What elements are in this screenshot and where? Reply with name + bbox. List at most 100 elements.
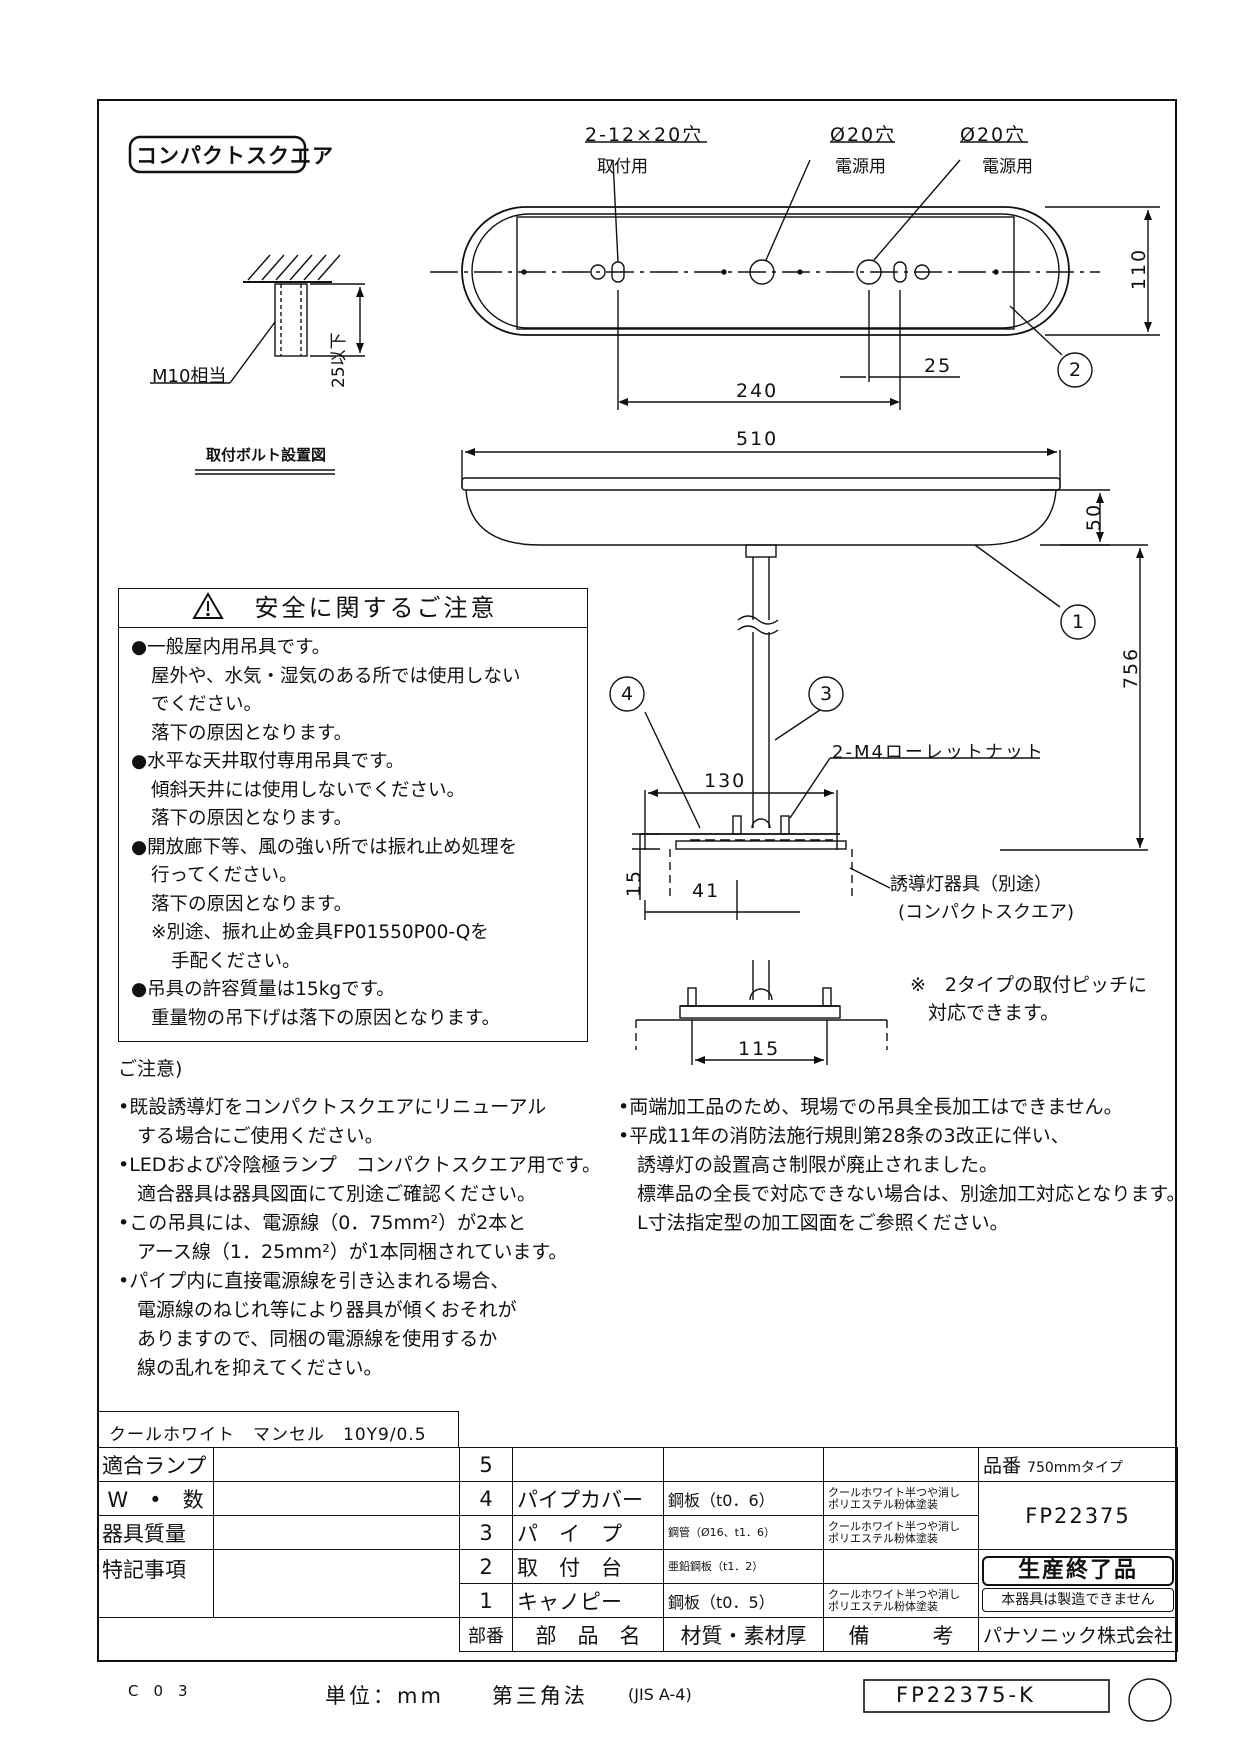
power-hole-1-sub: 電源用 — [835, 157, 886, 177]
dim-15: 15 — [623, 868, 646, 898]
pitch-note-1: ※ 2タイプの取付ピッチに — [910, 974, 1148, 996]
safety-line: 水平な天井取付専用吊具です。 — [131, 748, 587, 777]
label-mass: 器具質量 — [97, 1515, 214, 1550]
bolt-caption: 取付ボルト設置図 — [206, 446, 327, 464]
safety-line: 開放廊下等、風の強い所では振れ止め処理を — [131, 834, 587, 863]
note-line: •既設誘導灯をコンパクトスクエアにリニューアル — [118, 1096, 547, 1118]
pipe — [644, 557, 1040, 829]
bolt-detail — [150, 254, 365, 475]
note-line: •両端加工品のため、現場での吊具全長加工はできません。 — [618, 1096, 1123, 1118]
part-marker-2: 2 — [1069, 359, 1082, 381]
label-lamp: 適合ランプ — [97, 1447, 214, 1482]
notes-left: •既設誘導灯をコンパクトスクエアにリニューアル する場合にご使用ください。•LE… — [118, 1093, 601, 1383]
note-line: 電源線のねじれ等により器具が傾くおそれが — [118, 1299, 517, 1321]
bolt-label: M10相当 — [152, 366, 227, 387]
color-spec: クールホワイト マンセル 10Y9/0.5 — [97, 1411, 459, 1447]
guide-light-label: 誘導灯器具（別途） — [890, 874, 1052, 895]
hdr-no: 部番 — [459, 1617, 513, 1652]
marker-circle-4 — [609, 676, 645, 712]
safety-header: 安全に関するご注意 — [119, 589, 587, 628]
marker-circle-3 — [808, 676, 844, 712]
part-marker-1: 1 — [1072, 611, 1085, 633]
notes-right: •両端加工品のため、現場での吊具全長加工はできません。 •平成11年の消防法施行規… — [618, 1093, 1186, 1238]
warning-triangle-icon — [192, 592, 224, 619]
part-marker-3: 3 — [820, 683, 833, 705]
parts-table: 適合ランプ 5 品番 750mmタイプ W • 数 4 パイプカバー 鋼板（t0… — [97, 1447, 1179, 1652]
title-badge: コンパクトスクエア — [136, 144, 334, 168]
note-line: 標準品の全長で対応できない場合は、別途加工対応となります。 — [618, 1183, 1186, 1205]
note-line: 適合器具は器具図面にて別途ご確認ください。 — [118, 1183, 537, 1205]
power-hole-2-label: Ø20穴 — [960, 124, 1027, 146]
note-line: •平成11年の消防法施行規則第28条の3改正に伴い、 — [618, 1125, 1070, 1147]
note-line: •LEDおよび冷陰極ランプ コンパクトスクエア用です。 — [118, 1154, 601, 1176]
safety-line: でください。 — [151, 694, 263, 715]
maker-name: パナソニック株式会社 — [977, 1617, 1179, 1652]
part-no-5: 5 — [459, 1447, 513, 1482]
note-line: •パイプ内に直接電源線を引き込まれる場合、 — [118, 1270, 510, 1292]
dim-240: 240 — [736, 380, 779, 402]
top-dimension-lines — [617, 206, 1160, 410]
dim-50: 50 — [1083, 502, 1106, 532]
label-watt: W • 数 — [97, 1481, 214, 1516]
drawing-frame — [97, 99, 1177, 1662]
guide-light-sub: (コンパクトスクエア) — [898, 902, 1075, 923]
dim-41: 41 — [692, 880, 721, 902]
top-view-plate — [430, 206, 1100, 336]
safety-line: 行ってください。 — [151, 865, 298, 886]
safety-line: 手配ください。 — [171, 950, 301, 972]
bolt-length-label: 25以下 — [329, 332, 349, 388]
footer-unit: 単位：mm 第三角法 — [325, 1684, 588, 1708]
title-badge-frame — [128, 135, 307, 174]
hinban-cell: 品番 750mmタイプ — [977, 1447, 1179, 1482]
safety-line: 一般屋内用吊具です。 — [131, 634, 587, 663]
safety-line: 傾斜天井には使用しないでください。 — [151, 779, 465, 801]
safety-line: 吊具の許容質量は15kgです。 — [131, 976, 587, 1005]
safety-line: 落下の原因となります。 — [151, 808, 353, 829]
note-line: L寸法指定型の加工図面をご参照ください。 — [618, 1212, 1009, 1234]
note-line: 線の乱れを抑えてください。 — [118, 1357, 383, 1379]
hdr-remark: 備 考 — [823, 1617, 979, 1652]
safety-line: 重量物の吊下げは落下の原因となります。 — [151, 1007, 501, 1029]
model-number: FP22375 — [977, 1481, 1179, 1550]
revision-circle — [1128, 1678, 1172, 1722]
part-name-2: 取 付 台 — [512, 1549, 664, 1584]
footer-jis: (JIS A-4) — [628, 1685, 692, 1704]
hdr-name: 部 品 名 — [512, 1617, 664, 1652]
pitch-note-2: 対応できます。 — [928, 1002, 1060, 1024]
discontinued-stamp: 生産終了品 本器具は製造できません — [977, 1549, 1179, 1618]
safety-line: 屋外や、水気・湿気のある所では使用しない — [151, 665, 521, 687]
safety-body: 一般屋内用吊具です。屋外や、水気・湿気のある所では使用しないでください。落下の原… — [119, 628, 587, 1033]
drawing-number-box — [863, 1679, 1110, 1713]
dim-756: 756 — [1120, 646, 1143, 690]
note-line: ありますので、同梱の電源線を使用するか — [118, 1328, 498, 1350]
safety-line: ※別途、振れ止め金具FP01550P00-Qを — [151, 922, 489, 943]
part-name-1: キャノピー — [512, 1583, 664, 1618]
safety-line: 落下の原因となります。 — [151, 893, 353, 915]
dim-130: 130 — [704, 770, 747, 792]
label-special: 特記事項 — [97, 1549, 214, 1618]
footer-code: C 0 3 — [128, 1682, 188, 1700]
note-line: 誘導灯の設置高さ制限が廃止されました。 — [618, 1154, 999, 1176]
power-hole-1-label: Ø20穴 — [830, 124, 897, 146]
knurl-nut-label: 2-M4ローレットナット — [832, 742, 1045, 763]
mount-holes-label: 2-12×20穴 — [585, 124, 704, 146]
mounting-plate — [632, 790, 891, 920]
note-line: •この吊具には、電源線（0．75mm²）が2本と — [118, 1212, 527, 1234]
dim-510: 510 — [736, 428, 779, 450]
dim-110: 110 — [1128, 247, 1151, 291]
second-type-view — [635, 960, 888, 1065]
part-marker-4: 4 — [621, 683, 634, 705]
hdr-material: 材質・素材厚 — [663, 1617, 824, 1652]
part-name-3: パ イ プ — [512, 1515, 664, 1550]
safety-line: 落下の原因となります。 — [151, 722, 353, 744]
marker-circle-1 — [1060, 604, 1096, 640]
canopy-side-view — [461, 450, 1148, 851]
marker-circle-2 — [1057, 352, 1093, 388]
note-line: アース線（1．25mm²）が1本同梱されています。 — [118, 1241, 568, 1263]
footer-drawing-no: FP22375-K — [896, 1683, 1036, 1707]
dim-115: 115 — [738, 1038, 781, 1060]
top-leaders — [585, 141, 1063, 356]
part-name-4: パイプカバー — [512, 1481, 664, 1516]
power-hole-2-sub: 電源用 — [982, 157, 1033, 177]
